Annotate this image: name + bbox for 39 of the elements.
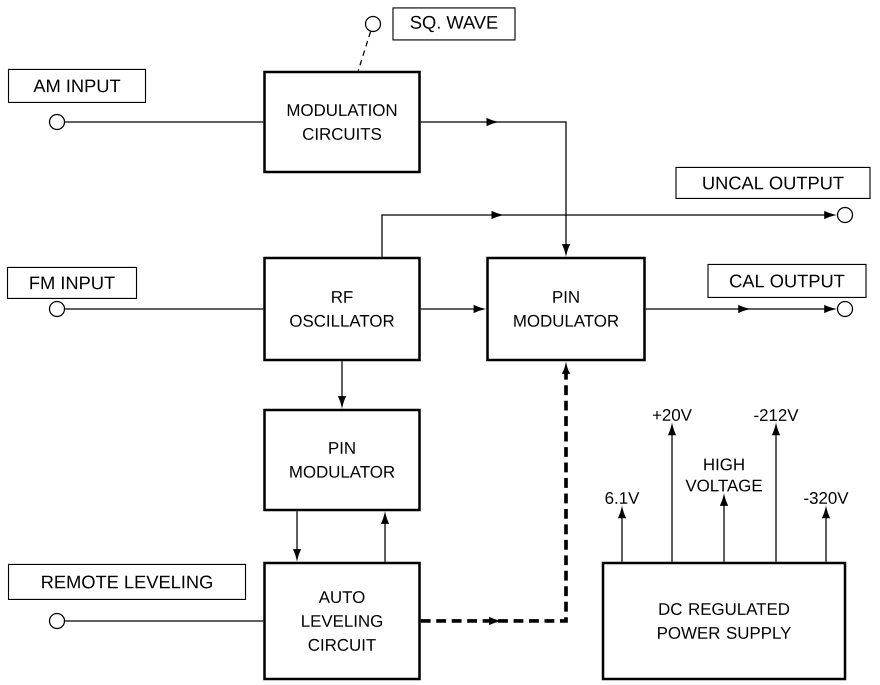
voltage-label: -320V xyxy=(804,492,848,504)
process-block: MODULATION CIRCUITS xyxy=(263,70,421,174)
terminal-label: AM INPUT xyxy=(8,68,146,104)
process-block: PIN MODULATOR xyxy=(263,408,421,512)
arrow xyxy=(381,514,389,562)
process-block: RF OSCILLATOR xyxy=(263,256,421,362)
terminal-circle xyxy=(48,114,66,130)
arrow xyxy=(293,511,301,560)
signal-line xyxy=(65,121,264,123)
terminal-circle xyxy=(836,300,854,318)
arrow xyxy=(381,211,835,257)
signal-line xyxy=(65,620,264,622)
arrow xyxy=(822,508,830,562)
arrow xyxy=(618,508,626,562)
voltage-label: HIGH VOLTAGE xyxy=(685,458,762,492)
terminal-label: SQ. WAVE xyxy=(392,7,516,41)
terminal-label: CAL OUTPUT xyxy=(707,264,867,298)
dashed-line xyxy=(358,32,372,71)
arrow xyxy=(772,424,780,562)
terminal-label: UNCAL OUTPUT xyxy=(675,166,871,200)
arrow xyxy=(668,424,676,562)
terminal-circle xyxy=(48,300,66,318)
arrow xyxy=(420,305,484,313)
terminal-label: REMOTE LEVELING xyxy=(8,564,246,600)
voltage-label: 6.1V xyxy=(606,492,640,504)
voltage-label: -212V xyxy=(754,409,798,421)
process-block: PIN MODULATOR xyxy=(486,256,646,362)
arrow xyxy=(420,118,570,254)
process-block: DC REGULATED POWER SUPPLY xyxy=(602,562,846,680)
terminal-circle xyxy=(836,206,854,224)
terminal-label: FM INPUT xyxy=(6,266,138,300)
arrow xyxy=(646,305,835,313)
terminal-circle xyxy=(364,16,382,32)
signal-line xyxy=(65,308,264,310)
process-block: AUTO LEVELING CIRCUIT xyxy=(263,562,421,680)
arrow xyxy=(338,361,346,406)
voltage-label: +20V xyxy=(652,409,692,421)
terminal-circle xyxy=(48,612,66,630)
arrow xyxy=(720,495,728,562)
